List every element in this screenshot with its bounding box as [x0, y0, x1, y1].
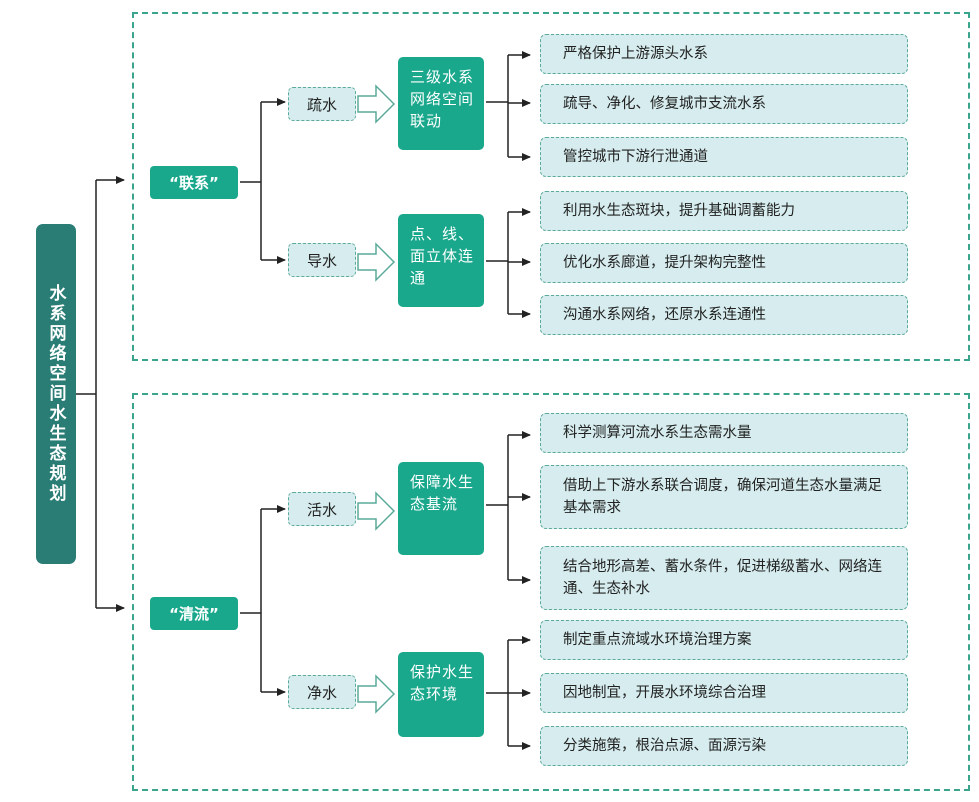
- leaf-label: 分类施策，根治点源、面源污染: [563, 738, 766, 754]
- connector-lianxi-spine: [240, 102, 262, 260]
- leaf-g1-1: 严格保护上游源头水系: [540, 34, 908, 74]
- leaf-g1-2: 疏导、净化、修复城市支流水系: [540, 84, 908, 124]
- frame-lianxi: [132, 12, 970, 361]
- target-g2-label: 点、线、面立体连通: [410, 225, 475, 287]
- leaf-g3-2: 借助上下游水系联合调度，确保河道生态水量满足基本需求: [540, 465, 908, 529]
- connector-root: [76, 180, 97, 608]
- group-shushui-label: 疏水: [306, 95, 337, 114]
- leaf-label: 疏导、净化、修复城市支流水系: [563, 96, 766, 112]
- leaf-label: 沟通水系网络，还原水系连通性: [563, 307, 766, 323]
- target-g1: 三级水系网络空间联动: [398, 57, 484, 150]
- target-g4-label: 保护水生态环境: [410, 663, 475, 703]
- leaf-label: 管控城市下游行泄通道: [563, 149, 708, 165]
- target-g4: 保护水生态环境: [398, 652, 484, 737]
- connector-leaves-g4: [486, 640, 509, 746]
- leaf-label: 科学测算河流水系生态需水量: [563, 425, 752, 441]
- connector-leaves-g1: [486, 55, 509, 157]
- block-arrow-huoshui: [357, 491, 396, 531]
- group-daoshui-label: 导水: [306, 251, 337, 270]
- block-arrow-shushui: [357, 84, 396, 124]
- leaf-label: 借助上下游水系联合调度，确保河道生态水量满足基本需求: [563, 478, 882, 516]
- leaf-label: 严格保护上游源头水系: [563, 46, 708, 62]
- group-jingshui: 净水: [288, 675, 356, 709]
- leaf-label: 利用水生态斑块，提升基础调蓄能力: [563, 203, 795, 219]
- target-g2: 点、线、面立体连通: [398, 214, 484, 307]
- target-g1-label: 三级水系网络空间联动: [410, 68, 475, 130]
- block-arrow-jingshui: [357, 674, 396, 714]
- leaf-g2-1: 利用水生态斑块，提升基础调蓄能力: [540, 191, 908, 231]
- connector-leaves-g2: [486, 212, 509, 314]
- leaf-g2-3: 沟通水系网络，还原水系连通性: [540, 295, 908, 335]
- branch-qingliu-label: “清流”: [169, 605, 219, 623]
- leaf-g3-3: 结合地形高差、蓄水条件，促进梯级蓄水、网络连通、生态补水: [540, 546, 908, 610]
- leaf-label: 制定重点流域水环境治理方案: [563, 632, 752, 648]
- leaf-label: 结合地形高差、蓄水条件，促进梯级蓄水、网络连通、生态补水: [563, 559, 882, 597]
- leaf-g3-1: 科学测算河流水系生态需水量: [540, 413, 908, 453]
- leaf-g4-2: 因地制宜，开展水环境综合治理: [540, 673, 908, 713]
- group-jingshui-label: 净水: [306, 683, 337, 702]
- branch-lianxi-label: “联系”: [169, 174, 219, 192]
- branch-lianxi: “联系”: [150, 166, 238, 199]
- branch-qingliu: “清流”: [150, 597, 238, 630]
- leaf-g1-3: 管控城市下游行泄通道: [540, 137, 908, 177]
- group-huoshui-label: 活水: [306, 500, 337, 519]
- connector-qingliu-spine: [240, 509, 262, 692]
- frame-qingliu: [132, 393, 970, 791]
- group-shushui: 疏水: [288, 87, 356, 121]
- group-daoshui: 导水: [288, 243, 356, 277]
- target-g3: 保障水生态基流: [398, 462, 484, 555]
- leaf-g2-2: 优化水系廊道，提升架构完整性: [540, 243, 908, 283]
- leaf-label: 因地制宜，开展水环境综合治理: [563, 685, 766, 701]
- root-node: 水系网络空间水生态规划: [36, 224, 76, 564]
- leaf-g4-1: 制定重点流域水环境治理方案: [540, 620, 908, 660]
- group-huoshui: 活水: [288, 492, 356, 526]
- connector-leaves-g3: [486, 435, 509, 580]
- root-label: 水系网络空间水生态规划: [45, 284, 66, 504]
- block-arrow-daoshui: [357, 242, 396, 282]
- leaf-label: 优化水系廊道，提升架构完整性: [563, 255, 766, 271]
- leaf-g4-3: 分类施策，根治点源、面源污染: [540, 726, 908, 766]
- target-g3-label: 保障水生态基流: [410, 473, 475, 513]
